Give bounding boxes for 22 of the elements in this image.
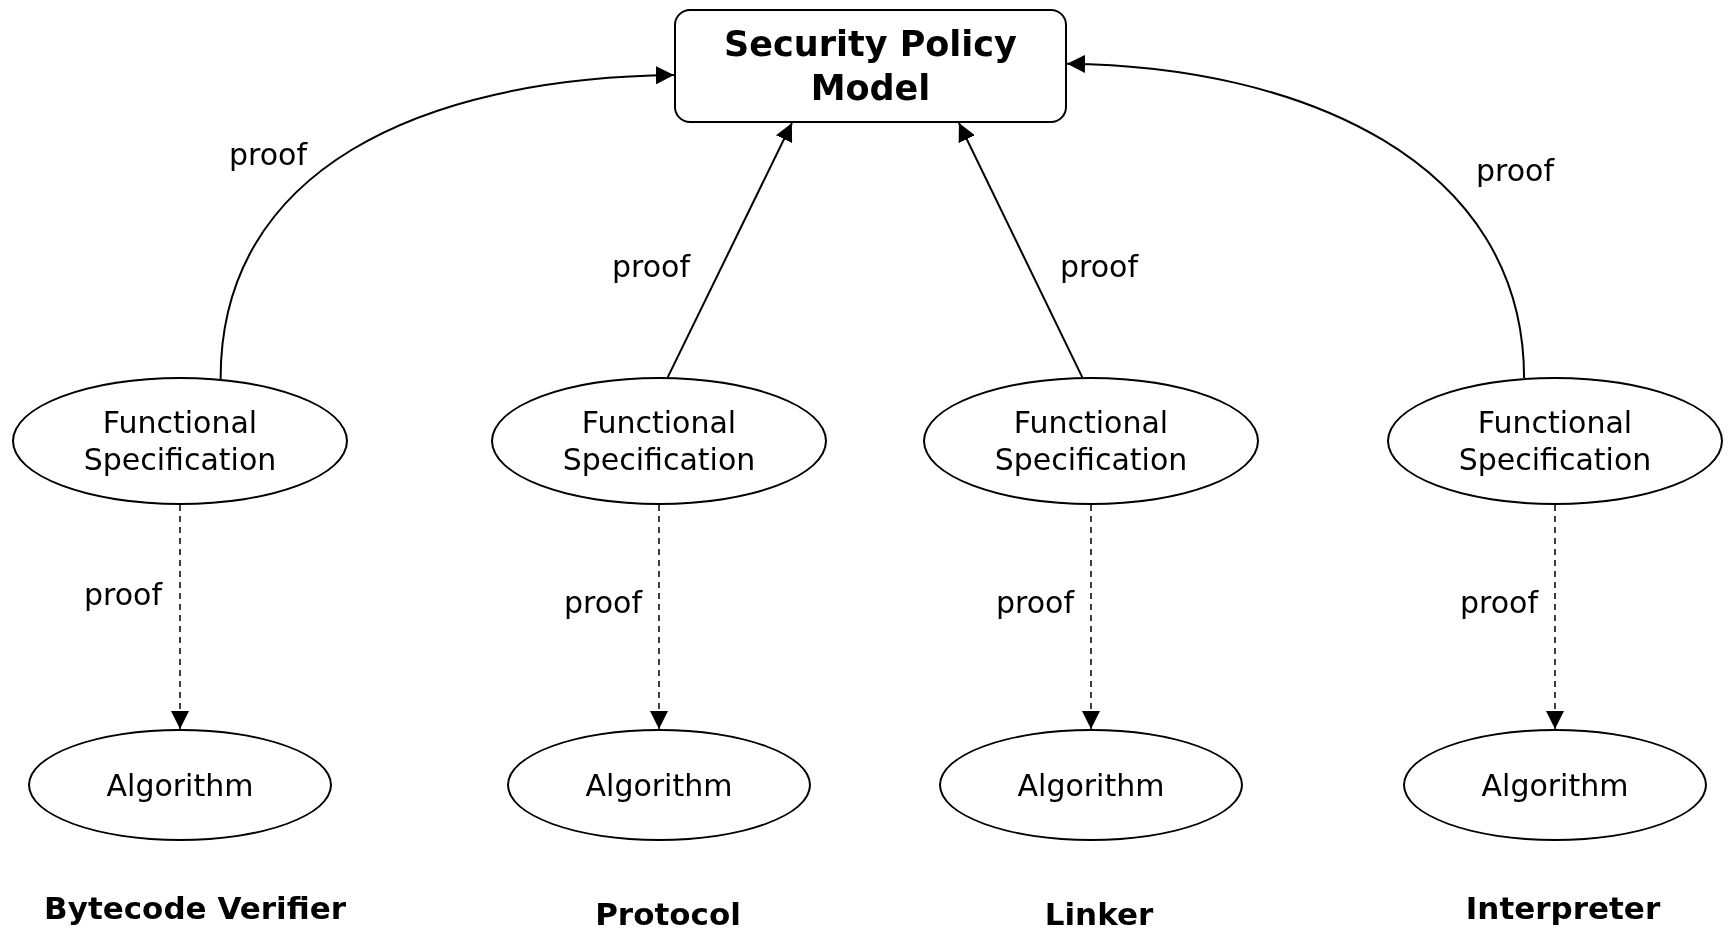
- column-caption: Bytecode Verifier: [44, 889, 346, 927]
- column-caption: Interpreter: [1465, 889, 1661, 927]
- node-label: Functional Specification: [993, 404, 1189, 478]
- column-caption: Linker: [1044, 895, 1154, 930]
- arrow: [957, 122, 1084, 379]
- arrow: [1066, 55, 1526, 380]
- node-label: Algorithm: [105, 766, 255, 804]
- node-label: Algorithm: [1016, 766, 1166, 804]
- node-title: Security Policy Model: [723, 23, 1018, 110]
- node-label: Algorithm: [584, 766, 734, 804]
- arrow: [666, 122, 793, 379]
- arrow: [650, 504, 668, 730]
- arrow: [1082, 504, 1100, 730]
- node-label: Functional Specification: [561, 404, 757, 478]
- arrow: [171, 504, 189, 730]
- column-caption: Protocol: [595, 895, 741, 930]
- arrow: [219, 66, 675, 380]
- node-label: Functional Specification: [82, 404, 278, 478]
- model-box: [674, 9, 1067, 123]
- node-label: Functional Specification: [1457, 404, 1653, 478]
- arrow: [1546, 504, 1564, 730]
- node-label: Algorithm: [1480, 766, 1630, 804]
